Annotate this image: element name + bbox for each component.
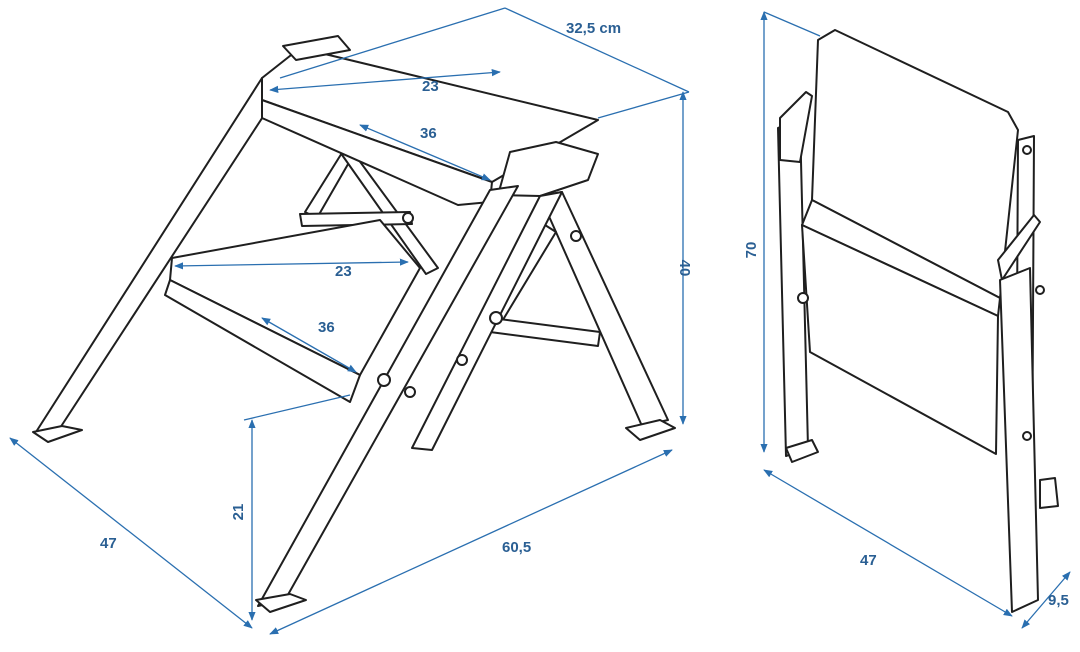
brace-lower bbox=[489, 317, 601, 347]
depth-ext-line bbox=[279, 7, 506, 79]
base-front-label: 60,5 bbox=[502, 539, 531, 556]
brace-hinge-arm bbox=[299, 211, 413, 227]
lower-step-width-label: 23 bbox=[335, 263, 352, 280]
lower-length-dim bbox=[261, 317, 357, 373]
folded-height-ext bbox=[763, 11, 821, 37]
folded-width-dim bbox=[763, 469, 1013, 617]
lower-height-ext bbox=[243, 394, 351, 421]
top-length-dim bbox=[359, 124, 491, 181]
foot-rear-right bbox=[625, 419, 676, 441]
folded-rear-rail bbox=[777, 119, 809, 457]
open-stool-drawing bbox=[32, 35, 676, 613]
folded-front-cap bbox=[997, 214, 1041, 281]
top-step-length-label: 36 bbox=[420, 125, 437, 142]
depth-dim-line bbox=[504, 7, 690, 93]
folded-pivot-3 bbox=[1022, 431, 1032, 441]
top-step-width-label: 23 bbox=[422, 78, 439, 95]
folded-lower-step bbox=[801, 224, 999, 455]
height-label: 40 bbox=[676, 260, 693, 277]
depth-ext-line-2 bbox=[597, 91, 690, 119]
folded-foot-rear bbox=[785, 439, 819, 463]
pivot-1 bbox=[404, 386, 416, 398]
depth-label: 32,5 cm bbox=[566, 20, 621, 37]
lower-width-dim bbox=[174, 258, 409, 270]
pivot-6 bbox=[377, 373, 391, 387]
open-view-labels: 32,5 cm 23 36 40 23 36 21 47 60,5 bbox=[100, 20, 693, 556]
pivot-3 bbox=[570, 230, 582, 242]
base-front-dim bbox=[269, 449, 673, 635]
top-step-cap-left bbox=[282, 35, 351, 61]
lower-step-length-label: 36 bbox=[318, 319, 335, 336]
folded-view-labels: 70 47 9,5 bbox=[743, 242, 1069, 609]
folded-width-label: 47 bbox=[860, 552, 877, 569]
folded-pivot-1 bbox=[1022, 145, 1032, 155]
rear-right-leg bbox=[539, 191, 669, 427]
folded-stool-drawing bbox=[777, 29, 1059, 613]
folded-height-label: 70 bbox=[743, 242, 760, 259]
folded-pivot-4 bbox=[797, 292, 809, 304]
folded-thickness-label: 9,5 bbox=[1048, 592, 1069, 609]
lower-step-height-label: 21 bbox=[230, 504, 247, 521]
pivot-5 bbox=[402, 212, 414, 224]
open-view-dimensions bbox=[9, 7, 690, 635]
folded-foot-front bbox=[1039, 477, 1059, 509]
base-side-label: 47 bbox=[100, 535, 117, 552]
base-side-dim bbox=[9, 437, 253, 629]
folded-pivot-2 bbox=[1035, 285, 1045, 295]
folded-view-dimensions bbox=[760, 11, 1071, 629]
folded-thickness-dim bbox=[1021, 571, 1071, 629]
top-width-dim bbox=[269, 69, 501, 93]
pivot-2 bbox=[456, 354, 468, 366]
folded-rear-cap bbox=[779, 91, 813, 163]
pivot-4 bbox=[489, 311, 503, 325]
